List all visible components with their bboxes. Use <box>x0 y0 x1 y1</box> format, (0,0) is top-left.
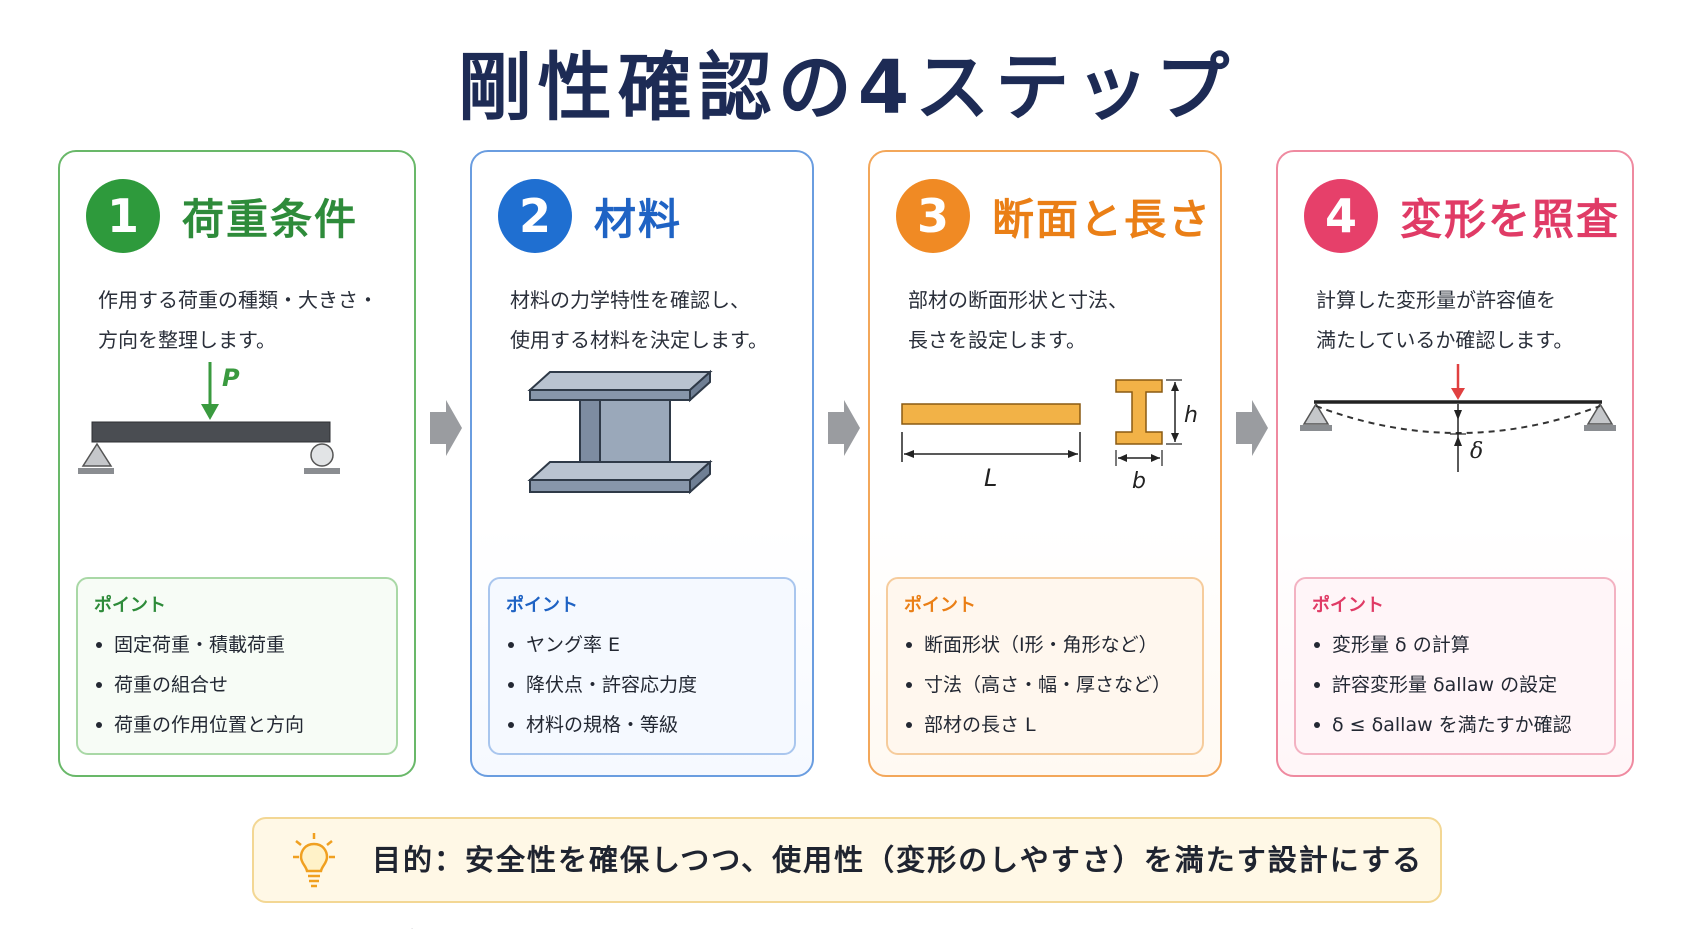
list-item: 断面形状（I形・角形など） <box>904 625 1186 665</box>
lightbulb-icon <box>293 833 335 888</box>
step-title: 荷重条件 <box>182 194 359 244</box>
step-card-load-conditions: 1 荷重条件 作用する荷重の種類・大きさ・ 方向を整理します。 P ポイント 固… <box>58 150 416 777</box>
point-title: ポイント <box>904 595 976 616</box>
step-card-material: 2 材料 材料の力学特性を確認し、 使用する材料を決定します。 ポイント ヤング… <box>470 150 814 777</box>
list-item: 降伏点・許容応力度 <box>506 665 778 705</box>
list-item: 許容変形量 δallaw の設定 <box>1312 665 1598 705</box>
list-item: δ ≤ δallaw を満たすか確認 <box>1312 705 1598 745</box>
chevron-right-icon <box>828 400 860 456</box>
list-item: 固定荷重・積載荷重 <box>94 625 380 665</box>
list-item: 部材の長さ L <box>904 705 1186 745</box>
step-number-badge: 2 <box>498 179 572 253</box>
point-title: ポイント <box>506 595 578 616</box>
step-title: 材料 <box>594 194 683 244</box>
step-description: 作用する荷重の種類・大きさ・ 方向を整理します。 <box>98 280 408 360</box>
point-list: 変形量 δ の計算 許容変形量 δallaw の設定 δ ≤ δallaw を満… <box>1312 625 1598 745</box>
page-title: 剛性確認の4ステップ <box>457 45 1236 131</box>
beam-deflection-figure: δ <box>1300 364 1616 472</box>
point-title: ポイント <box>1312 595 1384 616</box>
description-line: 材料の力学特性を確認し、 <box>510 288 750 312</box>
step-header: 3 断面と長さ <box>896 178 1212 254</box>
height-label: h <box>1184 403 1198 428</box>
point-box: ポイント 変形量 δ の計算 許容変形量 δallaw の設定 δ ≤ δall… <box>1294 577 1616 755</box>
list-item: ヤング率 E <box>506 625 778 665</box>
step-number-badge: 1 <box>86 179 160 253</box>
member-dimensions-figure: L h b <box>901 379 1198 494</box>
point-box: ポイント ヤング率 E 降伏点・許容応力度 材料の規格・等級 <box>488 577 796 755</box>
step-number-badge: 4 <box>1304 179 1378 253</box>
step-title: 断面と長さ <box>992 194 1213 244</box>
list-item: 寸法（高さ・幅・厚さなど） <box>904 665 1186 705</box>
description-line: 部材の断面形状と寸法、 <box>908 288 1128 312</box>
step-card-section-and-length: 3 断面と長さ 部材の断面形状と寸法、 長さを設定します。 L h b ポイント… <box>868 150 1222 777</box>
description-line: 作用する荷重の種類・大きさ・ <box>98 288 378 312</box>
chevron-right-icon <box>430 400 462 456</box>
length-label: L <box>984 464 997 492</box>
description-line: 満たしているか確認します。 <box>1316 328 1574 352</box>
step-header: 1 荷重条件 <box>86 178 358 254</box>
goal-text: 目的：安全性を確保しつつ、使用性（変形のしやすさ）を満たす設計にすること <box>372 843 1424 929</box>
load-label: P <box>222 364 240 392</box>
list-item: 荷重の組合せ <box>94 665 380 705</box>
point-box: ポイント 固定荷重・積載荷重 荷重の組合せ 荷重の作用位置と方向 <box>76 577 398 755</box>
point-list: 断面形状（I形・角形など） 寸法（高さ・幅・厚さなど） 部材の長さ L <box>904 625 1186 745</box>
i-beam-icon <box>527 369 713 495</box>
step-card-deformation-check: 4 変形を照査 計算した変形量が許容値を 満たしているか確認します。 δ ポイン… <box>1276 150 1634 777</box>
point-list: 固定荷重・積載荷重 荷重の組合せ 荷重の作用位置と方向 <box>94 625 380 745</box>
step-description: 材料の力学特性を確認し、 使用する材料を決定します。 <box>510 280 820 360</box>
description-line: 長さを設定します。 <box>908 328 1086 352</box>
description-line: 使用する材料を決定します。 <box>510 328 768 352</box>
point-list: ヤング率 E 降伏点・許容応力度 材料の規格・等級 <box>506 625 778 745</box>
step-header: 2 材料 <box>498 178 682 254</box>
description-line: 計算した変形量が許容値を <box>1316 288 1556 312</box>
step-description: 計算した変形量が許容値を 満たしているか確認します。 <box>1316 280 1626 360</box>
description-line: 方向を整理します。 <box>98 328 276 352</box>
step-description: 部材の断面形状と寸法、 長さを設定します。 <box>908 280 1218 360</box>
point-box: ポイント 断面形状（I形・角形など） 寸法（高さ・幅・厚さなど） 部材の長さ L <box>886 577 1204 755</box>
width-label: b <box>1132 469 1146 494</box>
step-title: 変形を照査 <box>1400 194 1621 244</box>
list-item: 材料の規格・等級 <box>506 705 778 745</box>
point-title: ポイント <box>94 595 166 616</box>
deflection-label: δ <box>1470 439 1483 464</box>
simply-supported-beam-figure: P <box>78 362 340 474</box>
list-item: 荷重の作用位置と方向 <box>94 705 380 745</box>
step-number-badge: 3 <box>896 179 970 253</box>
goal-banner: 目的：安全性を確保しつつ、使用性（変形のしやすさ）を満たす設計にすること <box>252 817 1442 929</box>
step-header: 4 変形を照査 <box>1304 178 1620 254</box>
list-item: 変形量 δ の計算 <box>1312 625 1598 665</box>
chevron-right-icon <box>1236 400 1268 456</box>
